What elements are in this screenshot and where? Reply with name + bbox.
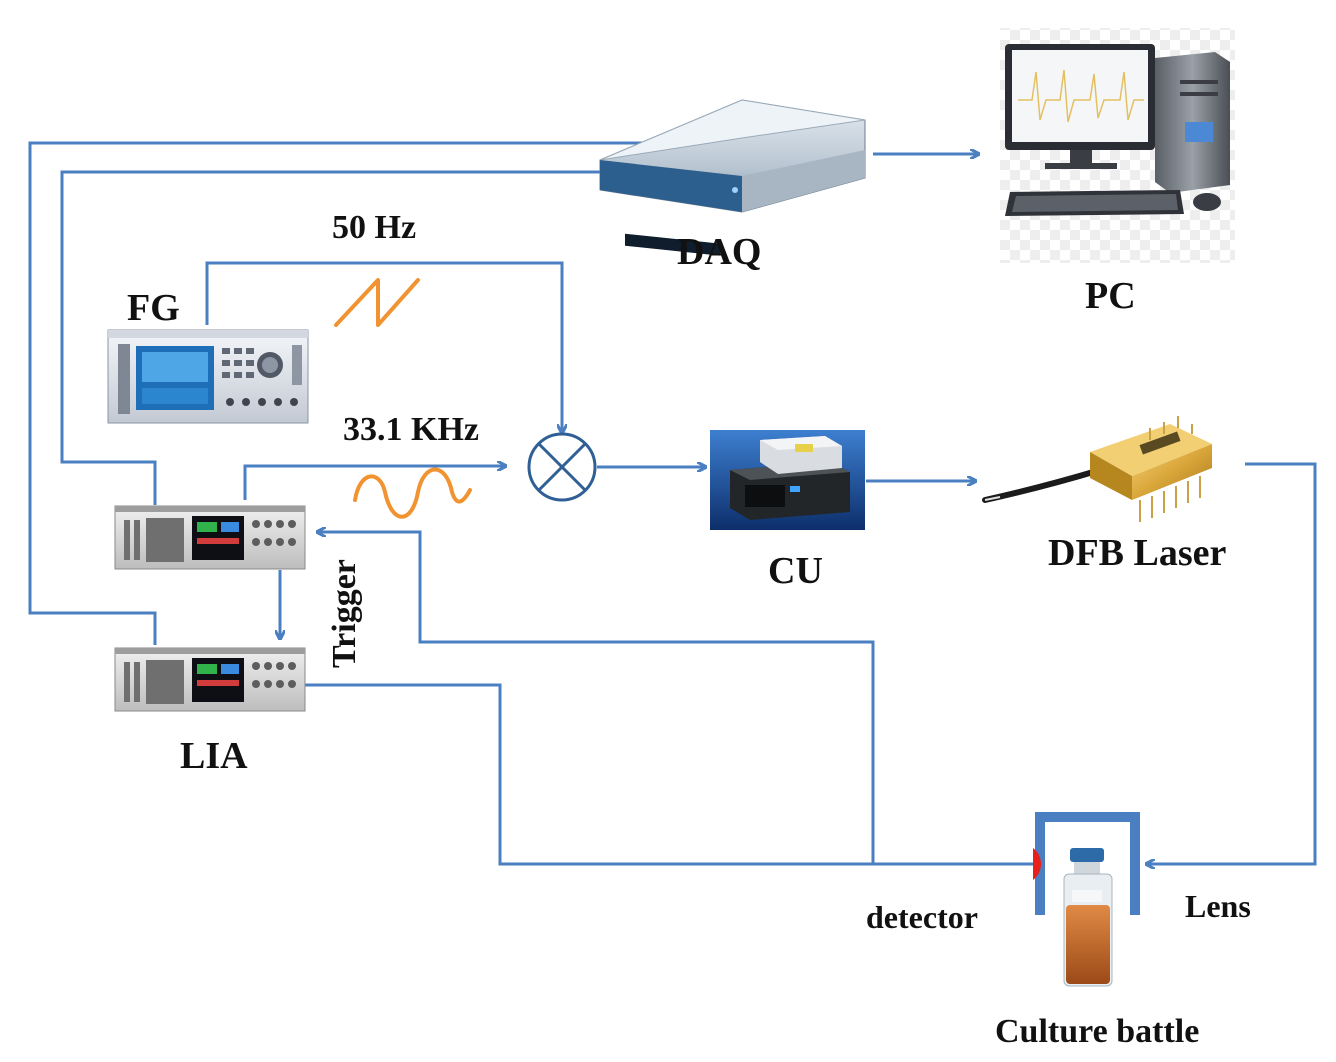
- function-generator-icon: [107, 329, 309, 424]
- mixer-icon: [527, 432, 597, 502]
- wire-laser-to-lens: [1147, 462, 1317, 864]
- detector-icon: [1033, 848, 1041, 880]
- wire-detector-to-lia2: [285, 685, 1033, 866]
- pc-icon: [1000, 28, 1235, 263]
- cu-label: CU: [768, 550, 823, 592]
- sine-waveform: [353, 467, 472, 519]
- pc-label: PC: [1085, 275, 1136, 317]
- lia-label: LIA: [180, 735, 248, 777]
- daq-device-icon: [599, 99, 866, 256]
- wire-fg-to-mixer: [205, 261, 562, 432]
- culture-bottle-label: Culture battle: [995, 1013, 1199, 1050]
- control-unit-icon: [710, 430, 865, 530]
- detector-label: detector: [866, 899, 978, 935]
- daq-label: DAQ: [677, 231, 761, 273]
- wire-lia-to-mixer: [243, 466, 505, 500]
- dfb-laser-icon: [982, 416, 1212, 522]
- dfb-laser-label: DFB Laser: [1048, 532, 1227, 574]
- freq-sine-label: 33.1 KHz: [343, 411, 479, 448]
- wire-detector-to-lia1: [318, 532, 875, 864]
- fg-label: FG: [127, 287, 180, 329]
- ramp-waveform: [334, 278, 420, 327]
- sample-holder-icon: [1035, 812, 1140, 987]
- wire-lia1-to-daq: [60, 172, 634, 505]
- lia-unit-bottom-icon: [114, 647, 306, 712]
- freq-ramp-label: 50 Hz: [332, 209, 416, 246]
- lia-unit-top-icon: [114, 505, 306, 570]
- lens-label: Lens: [1185, 888, 1251, 924]
- trigger-label: Trigger: [326, 559, 363, 668]
